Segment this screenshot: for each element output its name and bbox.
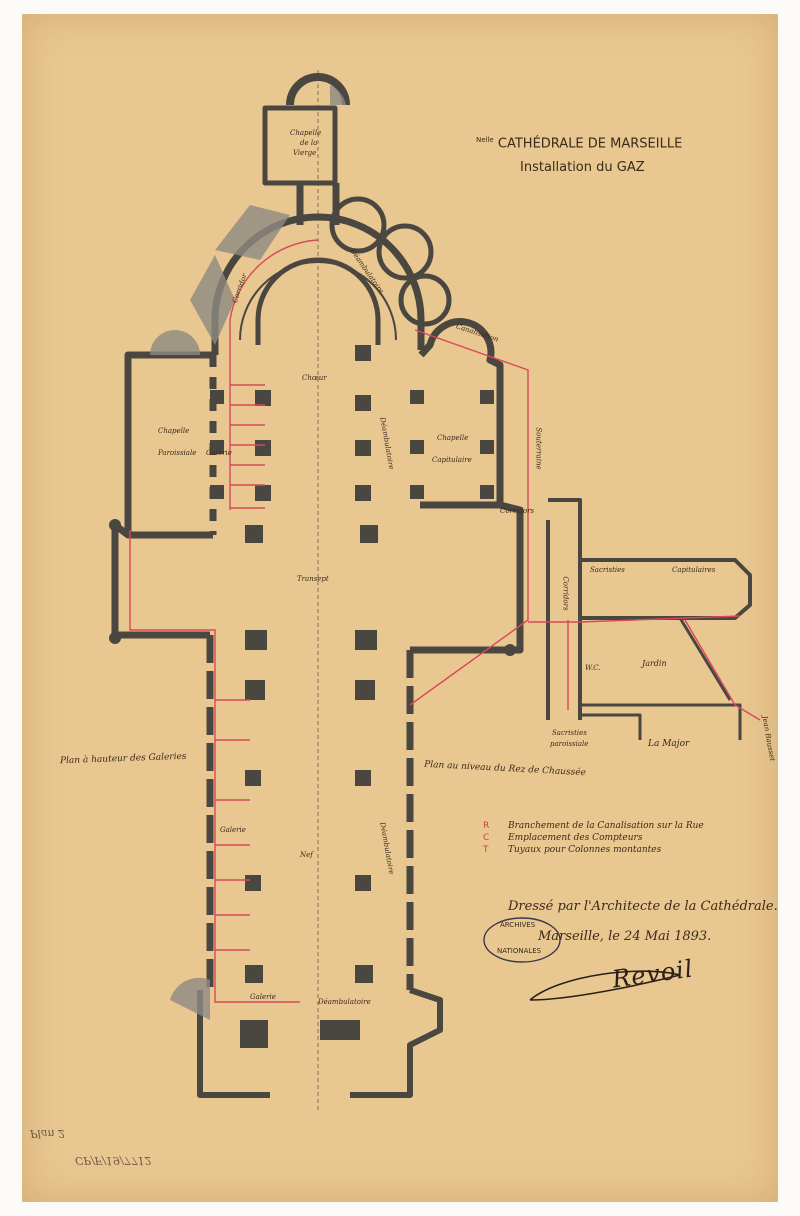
legend-text: Emplacement des Compteurs — [508, 833, 643, 843]
label-jardin: Jardin — [642, 659, 667, 668]
gas-pipes — [129, 239, 761, 1003]
legend-symbol: T — [483, 845, 489, 855]
label-choeur: Chœur — [302, 374, 327, 382]
label-transept: Transept — [297, 575, 329, 583]
label-galerie-nave: Galerie — [220, 826, 246, 834]
label-galerie: Galerie — [206, 449, 232, 457]
signature-flourish — [529, 970, 681, 1001]
label-chapelle-vierge: de la — [300, 139, 318, 147]
title-text: CATHÉDRALE DE MARSEILLE — [497, 136, 683, 152]
legend-symbol: C — [483, 833, 490, 843]
stamp-top-text: ARCHIVES — [500, 921, 536, 929]
paper-sheet — [22, 14, 778, 1202]
title-prefix: Nelle — [476, 136, 494, 144]
legend-text: Branchement de la Canalisation sur la Ru… — [508, 821, 704, 831]
place-date-line: Marseille, le 24 Mai 1893. — [538, 929, 712, 944]
label-deambulatoire-bottom: Déambulatoire — [318, 998, 371, 1006]
shaded-chapels — [150, 85, 346, 1020]
legend-text: Tuyaux pour Colonnes montantes — [508, 845, 662, 855]
label-sacristies: Sacristies — [590, 566, 625, 574]
label-galerie-bottom: Galerie — [250, 993, 276, 1001]
label-chapelle-paroissiale: Chapelle — [158, 427, 190, 435]
label-sacristies-paroissiale: Sacristies — [552, 729, 587, 737]
label-corridors: Corridors — [500, 507, 535, 515]
label-chapelle-paroissiale: Paroissiale — [158, 449, 197, 457]
stamp — [483, 917, 561, 963]
piers — [109, 345, 516, 1048]
archive-mark-ref: CP/F/19/7712 — [75, 1154, 152, 1167]
radiating-chapels — [329, 196, 452, 327]
label-chapelle-capitulaire: Capitulaire — [432, 456, 472, 464]
label-sacristies-paroissiale: paroissiale — [550, 740, 589, 748]
label-chapelle-capitulaire: Chapelle — [437, 434, 469, 442]
label-corridors-annex: Corridors — [561, 576, 570, 611]
legend-symbol: R — [483, 821, 490, 831]
label-capitulaires: Capitulaires — [672, 566, 716, 574]
title-line-1: Nelle CATHÉDRALE DE MARSEILLE — [476, 136, 682, 151]
label-chapelle-vierge: Chapelle — [290, 129, 322, 137]
walls — [111, 73, 752, 1098]
archive-mark-plan: Plan 2 — [30, 1127, 66, 1140]
label-la-major: La Major — [648, 739, 690, 749]
label-chapelle-vierge: Vierge — [293, 149, 317, 157]
prepared-by-line: Dressé par l'Architecte de la Cathédrale… — [508, 899, 778, 914]
label-nef: Nef — [300, 851, 313, 859]
label-wc: W.C. — [585, 664, 601, 672]
title-line-2: Installation du GAZ — [520, 160, 645, 175]
label-souterraine: Souterraine — [534, 427, 543, 470]
stamp-bottom-text: NATIONALES — [497, 947, 542, 955]
